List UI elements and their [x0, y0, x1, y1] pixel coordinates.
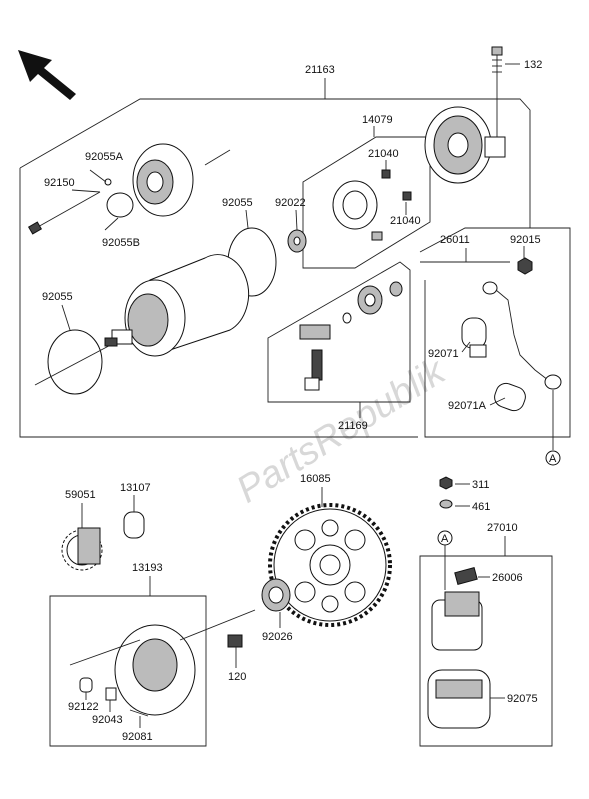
label-21040a: 21040 — [368, 148, 399, 160]
idle-gear-icon — [61, 527, 103, 571]
label-21169: 21169 — [338, 420, 368, 432]
o-ring-92055-left-icon — [47, 329, 103, 395]
label-92015: 92015 — [510, 234, 541, 246]
label-27010: 27010 — [487, 522, 518, 534]
label-16085: 16085 — [300, 473, 331, 485]
clutch-box — [49, 595, 207, 747]
starter-relay-icon — [431, 567, 483, 651]
label-13193: 13193 — [132, 562, 163, 574]
label-92075: 92075 — [507, 693, 538, 705]
bolt-120-icon — [227, 634, 243, 648]
label-92122: 92122 — [68, 701, 99, 713]
starter-gear-16085-icon — [268, 503, 392, 627]
label-92071: 92071 — [428, 348, 459, 360]
roller-92122-icon — [79, 677, 93, 693]
label-132: 132 — [524, 59, 542, 71]
starter-clutch-icon — [69, 609, 256, 716]
label-92026: 92026 — [262, 631, 293, 643]
connector-a-bottom-label: A — [441, 533, 449, 545]
washer-461-icon — [439, 499, 453, 509]
relay-cover-92075-icon — [427, 669, 491, 729]
label-92055A: 92055A — [85, 151, 124, 163]
starter-assembly-outline-bottom — [19, 168, 418, 438]
starter-assembly-outline-top — [19, 98, 531, 228]
front-cover-icon — [132, 143, 231, 217]
label-14079: 14079 — [362, 114, 393, 126]
o-ring-92055A-icon — [104, 178, 112, 186]
label-59051: 59051 — [65, 489, 96, 501]
brush-holder-box — [267, 261, 411, 403]
cap-92071-icon — [461, 317, 487, 358]
label-92022: 92022 — [275, 197, 306, 209]
bolt-132-icon — [491, 46, 520, 82]
label-92055-top: 92055 — [222, 197, 253, 209]
front-direction-arrow-icon — [18, 50, 76, 100]
lead-box — [419, 227, 571, 438]
brush-holder-icon — [299, 281, 403, 391]
label-92043: 92043 — [92, 714, 123, 726]
cap-92071A-icon — [494, 382, 526, 412]
label-461: 461 — [472, 501, 490, 513]
brush-plate-icon — [332, 180, 383, 241]
label-311: 311 — [472, 479, 490, 491]
label-21163: 21163 — [305, 64, 335, 76]
lead-cable-icon — [482, 281, 562, 390]
pin-92043-icon — [105, 687, 117, 701]
rear-cover-icon — [424, 82, 506, 184]
label-92081: 92081 — [122, 731, 153, 743]
brush-plate-box — [302, 136, 431, 269]
label-13107: 13107 — [120, 482, 151, 494]
brush-21040a-icon — [381, 169, 391, 179]
label-120: 120 — [228, 671, 246, 683]
o-ring-92055B-icon — [106, 192, 134, 218]
connector-a-top — [545, 450, 561, 466]
shaft-13107-icon — [123, 511, 145, 539]
nut-311-icon — [439, 476, 453, 490]
label-92150: 92150 — [44, 177, 75, 189]
label-26006: 26006 — [492, 572, 523, 584]
long-bolt-icon — [27, 191, 101, 235]
armature-icon — [104, 254, 250, 357]
label-21040b: 21040 — [390, 215, 421, 227]
label-92055-left: 92055 — [42, 291, 73, 303]
label-92055B: 92055B — [102, 237, 140, 249]
spring-92081-icon — [129, 709, 149, 717]
solenoid-box — [419, 555, 553, 747]
nut-92015-icon — [517, 257, 533, 275]
label-92071A: 92071A — [448, 400, 487, 412]
brush-21040b-icon — [402, 191, 412, 201]
connector-a-top-label: A — [549, 453, 557, 465]
label-26011: 26011 — [440, 234, 470, 246]
